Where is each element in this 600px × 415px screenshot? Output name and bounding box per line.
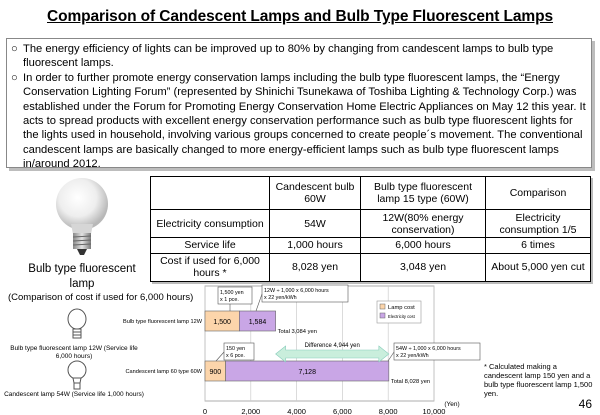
table-header-row: Candescent bulb 60W Bulb type fluorescen… — [150, 176, 591, 210]
x-tick-label: 8,000 — [379, 407, 398, 415]
annotation-fl-lamp: 1,500 yen — [220, 290, 244, 296]
table-header-cell: Comparison — [485, 176, 591, 210]
total-label: Total 3,084 yen — [278, 329, 317, 335]
x-tick-label: 2,000 — [241, 407, 260, 415]
table-cell: Service life — [150, 237, 270, 254]
page-title: Comparison of Candescent Lamps and Bulb … — [47, 8, 553, 25]
table-header-cell — [150, 176, 270, 210]
x-tick-label: 6,000 — [333, 407, 352, 415]
annotation-fl-elec: x 22 yen/kWh — [264, 295, 297, 301]
bar-value-label: 1,584 — [249, 319, 267, 326]
table-cell: Electricity consumption — [150, 208, 270, 239]
legend-swatch — [379, 312, 386, 319]
chart-ticks: 0 2,000 4,000 6,000 8,000 10,000(Yen) — [203, 401, 460, 415]
annotation-fl-elec: 12W ÷ 1,000 x 6,000 hours — [264, 288, 329, 294]
bar-segment — [225, 360, 390, 382]
table-cell: 3,048 yen — [360, 252, 486, 283]
table-cell: 8,028 yen — [269, 252, 361, 283]
x-tick-label: 0 — [203, 407, 207, 415]
paragraph-1: ○ The energy efficiency of lights can be… — [11, 42, 587, 71]
bar-value-label: 7,128 — [298, 369, 316, 376]
category-label: Candescent lamp 60 type 60W — [126, 369, 203, 375]
table-header-cell: Candescent bulb 60W — [269, 176, 361, 210]
chart-category-labels: Bulb type fluorescent lamp 12W Total 3,08… — [123, 319, 430, 385]
fluorescent-lamp-label: Bulb type fluorescent lamp 12W (Service … — [10, 345, 138, 360]
bulb-photo-icon — [56, 178, 108, 255]
table-cell: Electricity consumption 1/5 — [485, 208, 591, 239]
annotation-fl-lamp-box — [217, 286, 253, 305]
annotation-connector — [215, 351, 225, 362]
cost-bar-chart: 1,500 1,584 900 7,128 0 2,000 4,000 6,000 8,000… — [123, 284, 481, 415]
table-cell: Cost if used for 6,000 hours * — [150, 252, 270, 283]
difference-label: Difference 4,944 yen — [305, 343, 360, 349]
total-label: Total 8,028 yen — [391, 379, 430, 385]
page-number: 46 — [578, 397, 592, 411]
candescent-lamp-label: Candescent lamp 54W (Service life 1,000 … — [4, 391, 144, 398]
annotation-connector — [255, 293, 263, 312]
table-header-cell: Bulb type fluorescent lamp 15 type (60W) — [360, 176, 486, 210]
x-tick-label: 10,000 — [423, 407, 446, 415]
category-label: Bulb type fluorescent lamp 12W — [123, 319, 203, 325]
annotation-cd-elec: 54W ÷ 1,000 x 6,000 hours — [396, 346, 461, 352]
annotation-cd-elec-box — [393, 342, 481, 361]
table-row: Cost if used for 6,000 hours * 8,028 yen… — [150, 252, 591, 283]
difference-arrow — [275, 345, 390, 363]
table-row: Electricity consumption 54W 12W(80% ener… — [150, 208, 591, 239]
paragraph-2: ○ In order to further promote energy con… — [11, 71, 587, 172]
candescent-lamp-icon — [67, 360, 87, 390]
x-tick-label: 4,000 — [287, 407, 306, 415]
comparison-note: (Comparison of cost if used for 6,000 ho… — [8, 292, 194, 303]
bulb-caption: Bulb type fluorescent lamp — [28, 263, 136, 290]
table-cell: 54W — [269, 208, 361, 239]
table-cell: About 5,000 yen cut — [485, 252, 591, 283]
annotation-fl-lamp: x 1 pce. — [220, 297, 239, 303]
table-row: Service life 1,000 hours 6,000 hours 6 t… — [150, 237, 591, 254]
bullet-icon: ○ — [11, 43, 18, 55]
legend-label: Electricity cost — [388, 314, 416, 319]
paragraph-2-text: In order to further promote energy conse… — [23, 71, 586, 171]
bar-value-label: 1,500 — [213, 319, 231, 326]
annotation-cd-elec: x 22 yen/kWh — [396, 353, 429, 359]
table-cell: 6,000 hours — [360, 237, 486, 254]
table-cell: 12W(80% energy conservation) — [360, 208, 486, 239]
table-cell: 1,000 hours — [269, 237, 361, 254]
comparison-table: Candescent bulb 60W Bulb type fluorescen… — [150, 176, 591, 283]
chart-bars: 1,500 1,584 900 7,128 — [204, 310, 390, 382]
legend-swatch — [379, 303, 386, 310]
bar-segment — [239, 310, 276, 332]
annotation-cd-lamp: 150 yen — [226, 346, 245, 352]
bullet-icon: ○ — [11, 71, 18, 84]
annotation-cd-lamp-box — [223, 342, 255, 361]
annotation-cd-lamp: x 6 pce. — [226, 353, 245, 359]
table-cell: 6 times — [485, 237, 591, 254]
footnote: * Calculated making a candescent lamp 15… — [484, 362, 593, 398]
annotation-fl-elec-box — [261, 284, 349, 303]
paragraph-1-text: The energy efficiency of lights can be i… — [23, 43, 554, 70]
bar-value-label: 900 — [209, 369, 221, 376]
intro-textbox: ○ The energy efficiency of lights can be… — [6, 38, 592, 170]
legend-box — [376, 300, 422, 324]
fluorescent-lamp-icon — [67, 308, 87, 339]
legend-label: Lamp cost — [388, 305, 415, 311]
annotation-connector — [387, 351, 395, 362]
x-unit-label: (Yen) — [444, 401, 459, 408]
